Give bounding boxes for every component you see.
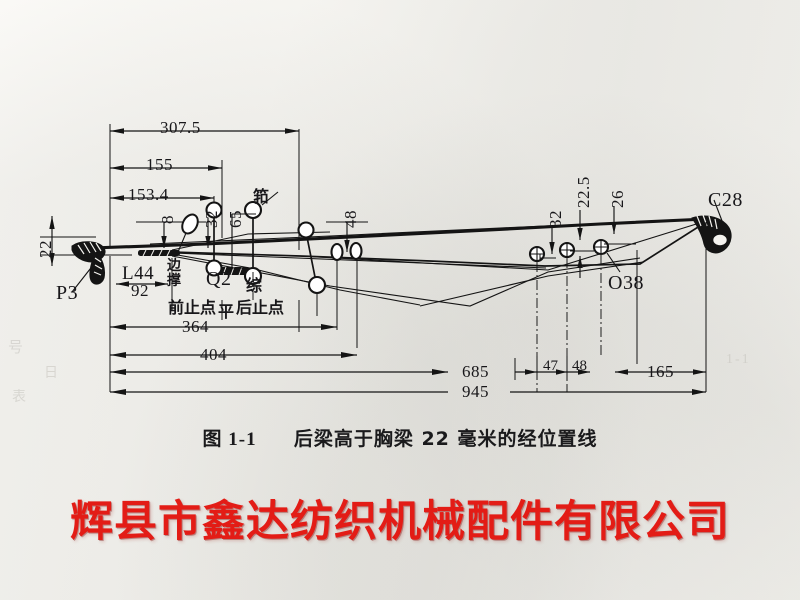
crank-rod xyxy=(297,221,327,295)
label-front-stop: 前止点 xyxy=(168,298,217,317)
dim-32-mid xyxy=(205,218,211,248)
dim-155 xyxy=(110,165,222,171)
mid-warp-line xyxy=(172,252,547,269)
c28-leader-line xyxy=(713,199,725,227)
lower-extension-lines xyxy=(109,222,707,392)
warp-upper-line-2 xyxy=(149,218,707,245)
dim-label-404: 404 xyxy=(200,345,227,364)
figure-caption: 图 1-1 后梁高于胸梁 22 毫米的经位置线 xyxy=(0,424,800,451)
shed-lower-line xyxy=(169,221,707,267)
dim-label-32-right: 32 xyxy=(546,210,565,228)
label-level: 平 xyxy=(218,302,235,321)
dim-label-155: 155 xyxy=(146,155,173,174)
part-label-q2: Q2 xyxy=(206,268,232,290)
dim-32-right xyxy=(539,228,556,260)
dim-92 xyxy=(116,281,168,287)
part-label-p3: P3 xyxy=(56,282,79,304)
c28-back-rest xyxy=(691,214,732,254)
showthrough-mark-1: 号 xyxy=(8,340,26,356)
figure-number: 图 1-1 xyxy=(202,429,257,450)
dim-label-364: 364 xyxy=(182,317,209,336)
dim-label-945: 945 xyxy=(462,382,489,401)
o38-leader-line xyxy=(606,252,621,273)
heald-frame-1 xyxy=(205,201,223,277)
dim-label-47: 47 xyxy=(543,358,558,374)
dim-label-48-lower: 48 xyxy=(572,358,587,374)
company-watermark: 辉县市鑫达纺织机械配件有限公司 xyxy=(70,497,730,547)
dim-label-26: 26 xyxy=(608,190,627,208)
p3-leader-line xyxy=(71,263,95,293)
dim-47-48-165 xyxy=(514,356,706,380)
dim-label-32-mid: 32 xyxy=(202,210,221,228)
dim-label-22: 22 xyxy=(36,240,55,258)
dim-307-5 xyxy=(110,128,299,134)
dim-65-mid xyxy=(231,213,256,269)
figure-caption-text: 后梁高于胸梁 22 毫米的经位置线 xyxy=(293,428,598,450)
dim-685 xyxy=(110,369,448,375)
dim-label-307-5: 307.5 xyxy=(160,118,201,137)
dim-404 xyxy=(110,352,357,358)
dim-153-4 xyxy=(110,195,214,201)
mid-warp-line-2 xyxy=(299,220,707,271)
part-label-o38: O38 xyxy=(608,272,644,294)
part-label-l44: L44 xyxy=(122,263,155,284)
dim-label-92: 92 xyxy=(131,281,149,300)
dim-label-65: 65 xyxy=(226,210,245,228)
label-temple: 边撑 xyxy=(167,258,181,289)
part-label-c28: C28 xyxy=(708,189,743,211)
dim-label-153-4: 153.4 xyxy=(128,185,169,204)
dim-label-48-mid: 48 xyxy=(341,210,360,228)
dim-945 xyxy=(110,389,706,395)
dim-label-22-5: 22.5 xyxy=(574,176,593,208)
dim-label-165: 165 xyxy=(647,362,674,381)
dim-label-8: 8 xyxy=(158,215,177,224)
showthrough-mark-2: 日 xyxy=(44,366,60,381)
label-reed: 筘 xyxy=(253,187,270,206)
reed-leader-line xyxy=(261,191,279,206)
label-back-stop: 后止点 xyxy=(236,298,285,317)
bracket-ticks xyxy=(221,300,300,332)
dim-48-mid xyxy=(326,221,368,252)
temple-marker xyxy=(177,213,199,253)
label-heald: 综 xyxy=(246,276,263,295)
p3-breast-beam xyxy=(71,241,106,285)
dim-26-right xyxy=(604,206,636,245)
dim-22-5-right xyxy=(570,210,594,278)
showthrough-mark-4: 1-1 xyxy=(726,352,751,367)
dim-label-685: 685 xyxy=(462,362,489,381)
l44-temple-bar xyxy=(138,249,180,257)
dim-364 xyxy=(110,324,337,330)
lower-shed-diagonal-2 xyxy=(419,261,644,307)
showthrough-mark-3: 表 xyxy=(12,390,28,405)
